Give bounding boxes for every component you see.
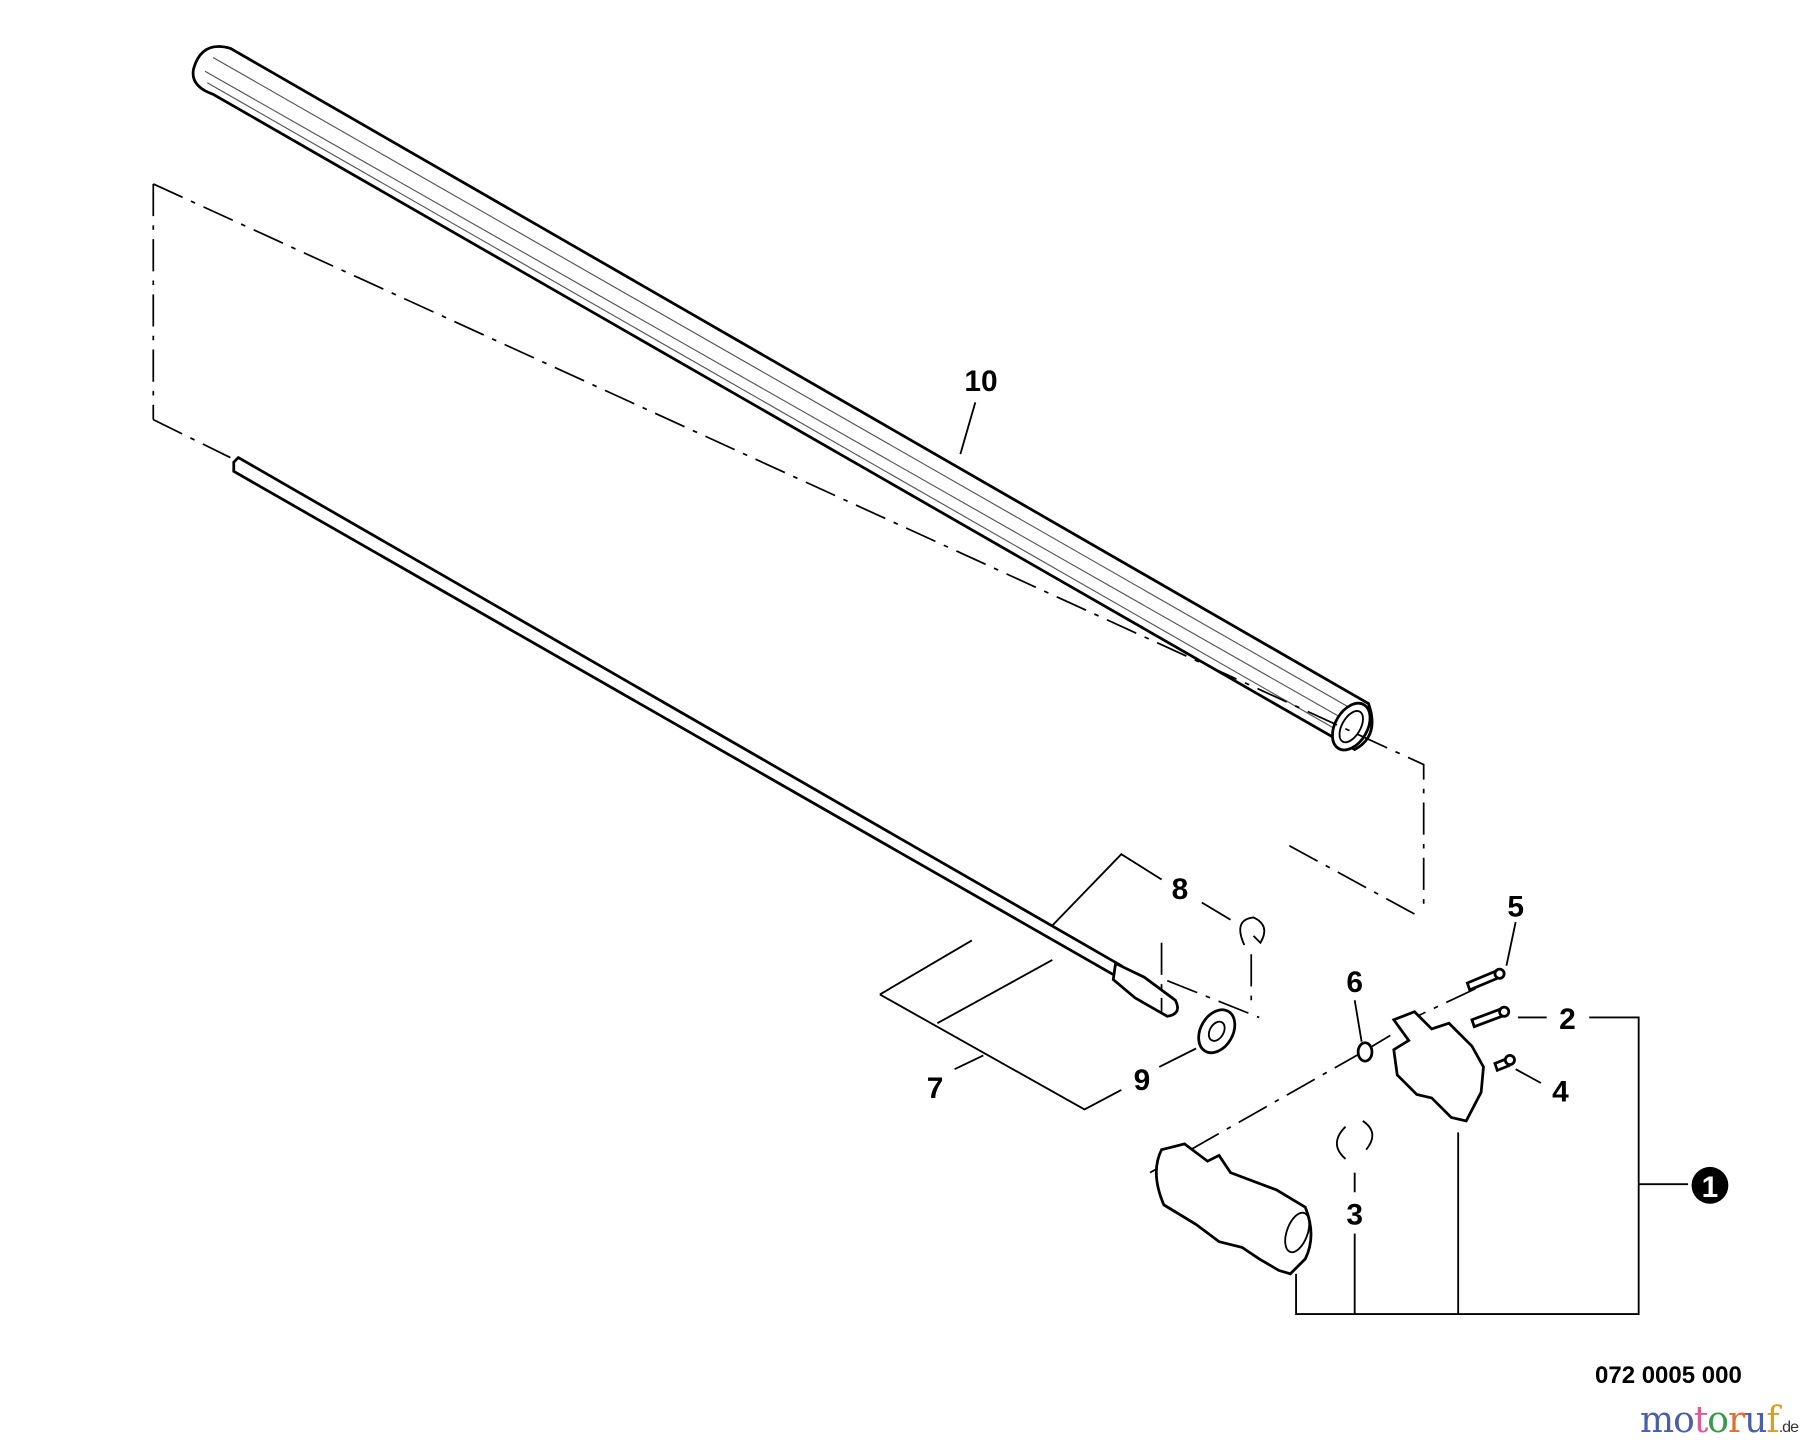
callout-3: 3: [1346, 1198, 1363, 1231]
alignment-lines: [152, 183, 1476, 1174]
callout-1-badge: [1691, 1166, 1729, 1204]
clamp-housing-part: [1154, 1142, 1313, 1276]
circlip-part-8: [1239, 916, 1266, 946]
motoruf-watermark-logo: motoruf.de: [1640, 1400, 1799, 1441]
callout-7: 7: [927, 1072, 944, 1105]
screws: [1465, 967, 1516, 1073]
outer-tube-part-10: [191, 45, 1374, 752]
callout-9: 9: [1134, 1064, 1151, 1097]
snap-ring-part-3: [1335, 1120, 1374, 1160]
callout-1: 1: [1702, 1171, 1719, 1204]
diagram-part-number: 072 0005 000: [1595, 1362, 1742, 1389]
callout-5: 5: [1507, 890, 1524, 923]
bearing-part-9: [1197, 1008, 1237, 1055]
callout-4: 4: [1552, 1075, 1569, 1108]
callout-8: 8: [1172, 873, 1189, 906]
washer-part-6: [1356, 1041, 1374, 1063]
callout-6: 6: [1346, 966, 1363, 999]
leader-lines: [879, 402, 1689, 1316]
clamp-upper-part: [1391, 1010, 1485, 1123]
callout-10: 10: [964, 365, 997, 398]
callout-2: 2: [1559, 1003, 1576, 1036]
